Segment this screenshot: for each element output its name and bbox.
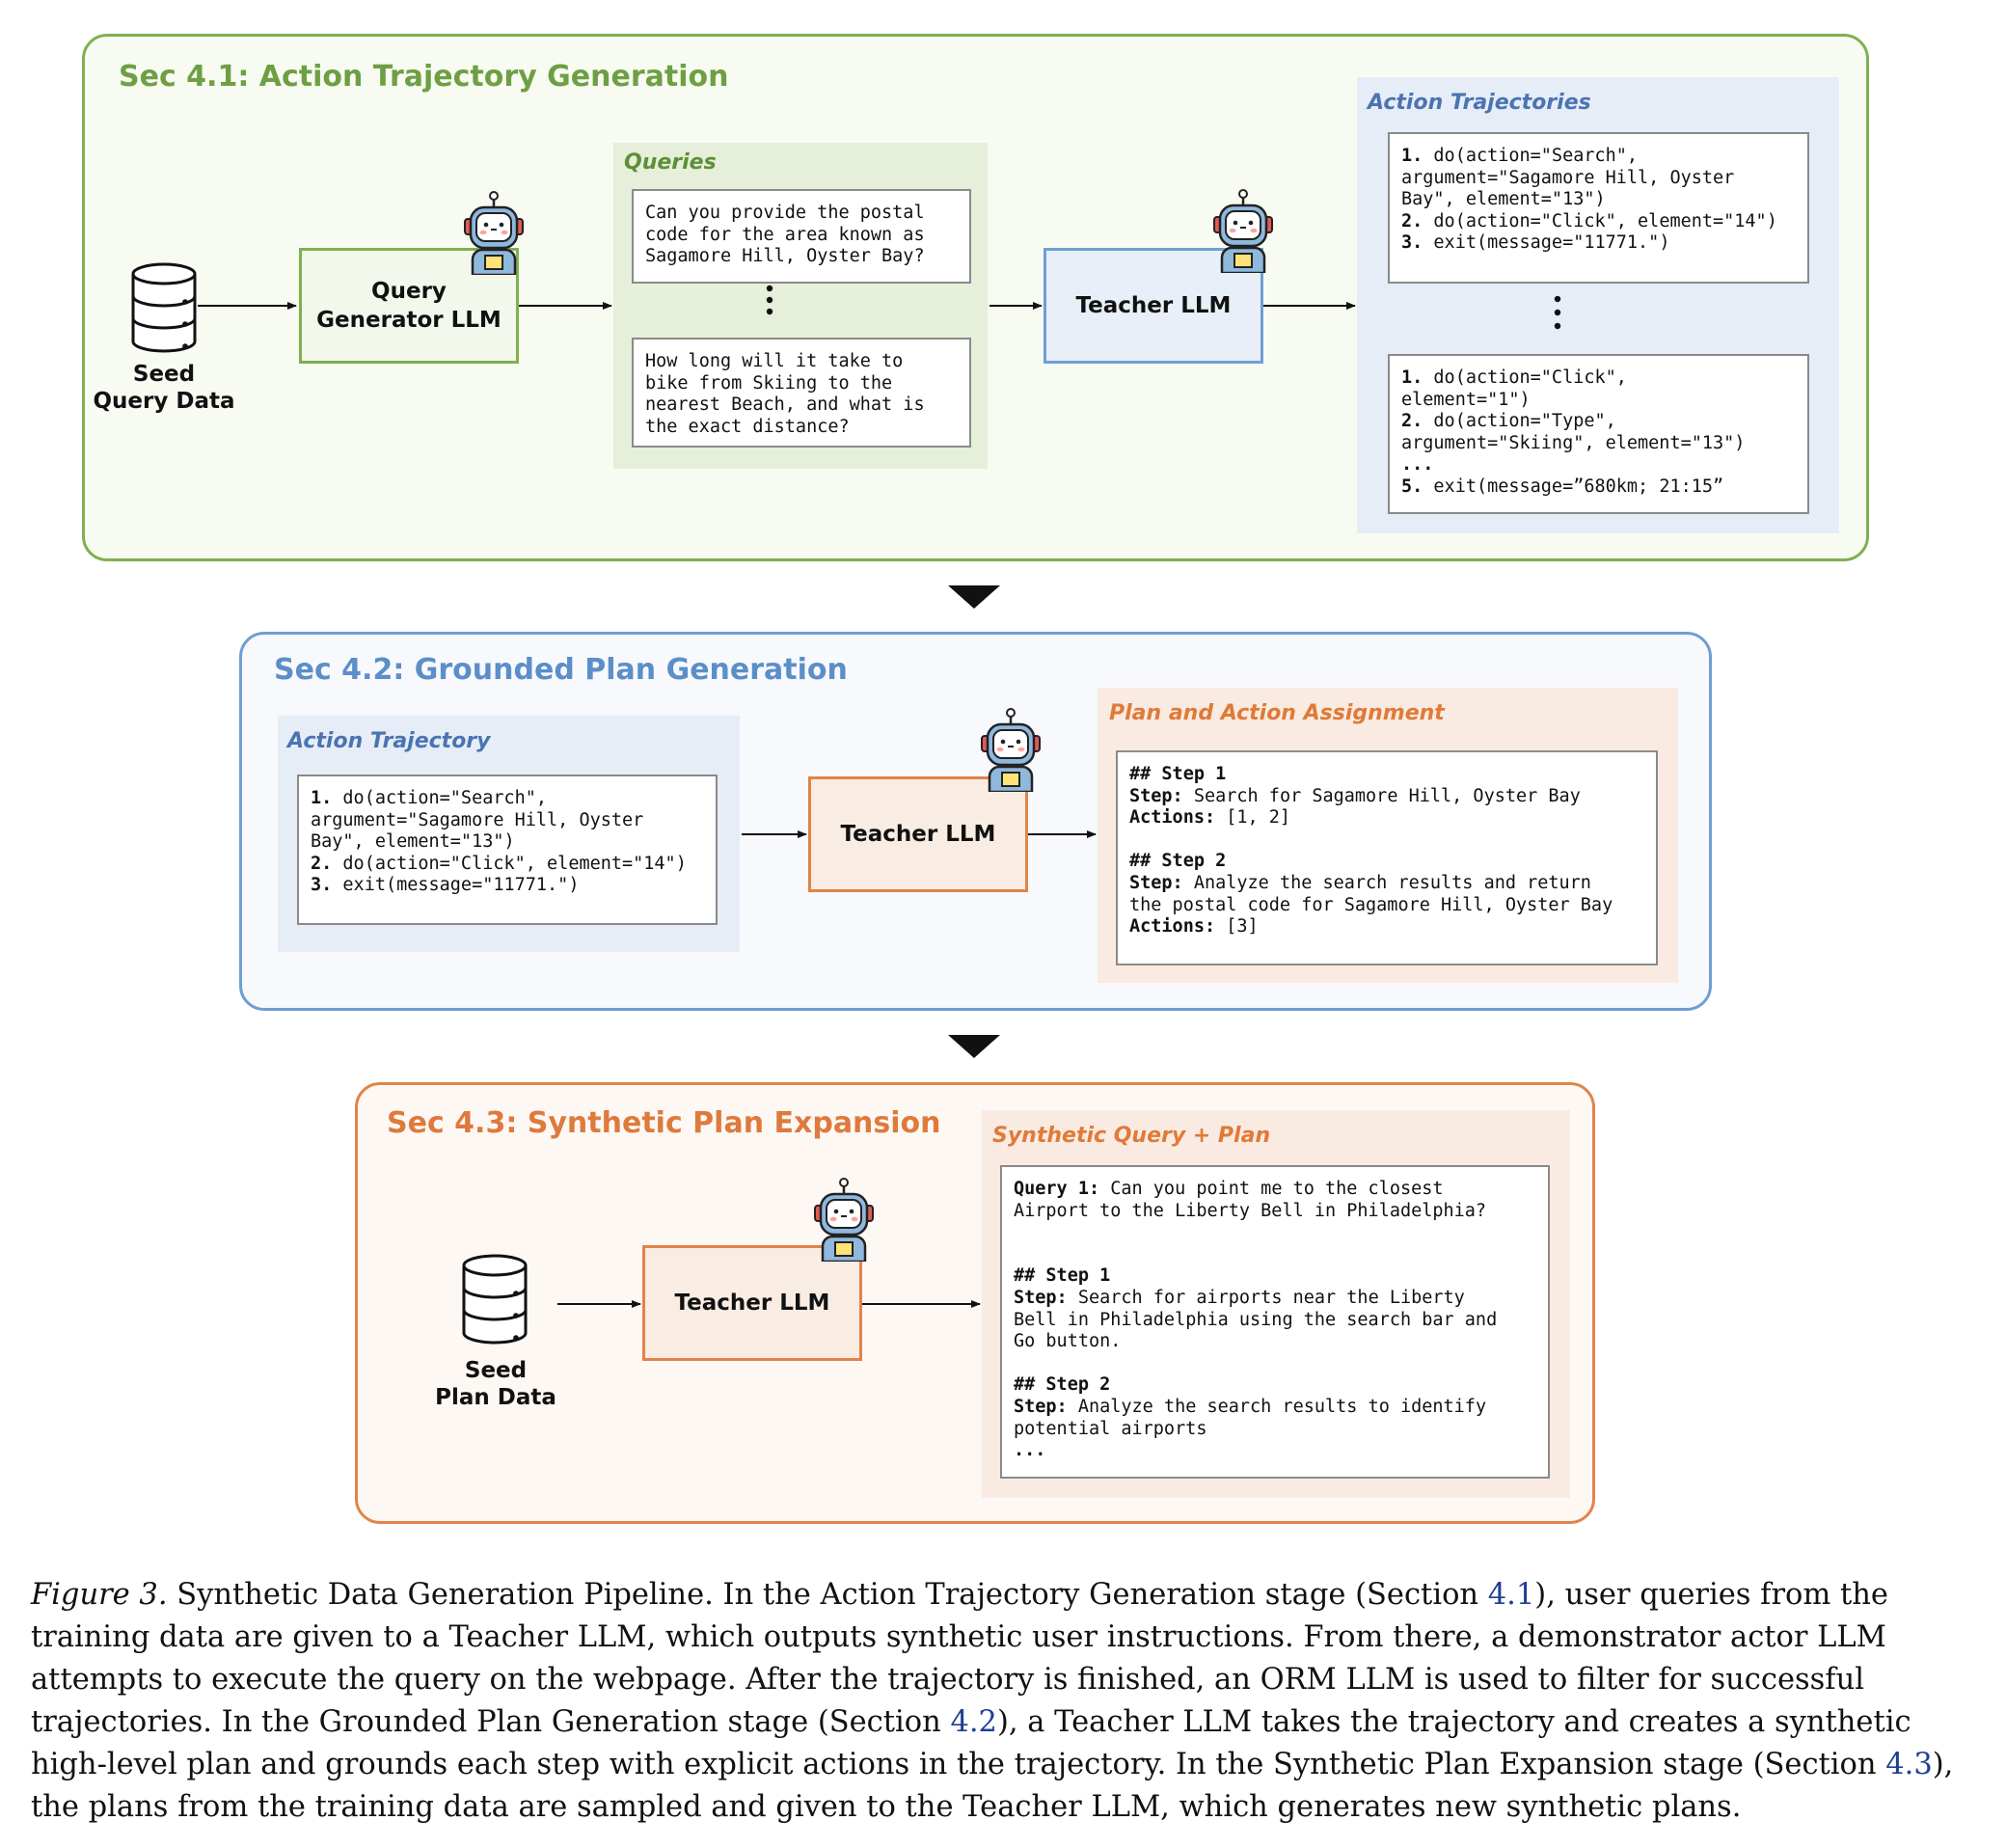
robot-icon: [1213, 188, 1273, 277]
code-text: exit(message="11771."): [1423, 232, 1670, 254]
section-reference-link[interactable]: 4.1: [1487, 1578, 1535, 1612]
code-emphasis: Actions:: [1129, 916, 1216, 938]
code-emphasis: ...: [1014, 1440, 1046, 1461]
code-text: exit(message=”680km; 21:15”: [1423, 476, 1724, 497]
code-emphasis: 5.: [1401, 476, 1423, 497]
code-emphasis: ## Step 2: [1129, 851, 1227, 872]
trajectory-example-1: 1. do(action="Search", argument="Sagamor…: [1388, 132, 1809, 284]
code-text: do(action="Type", argument="Skiing", ele…: [1401, 411, 1746, 453]
query-generator-llm-label: Query Generator LLM: [316, 279, 502, 333]
teacher-llm-box-s1: Teacher LLM: [1044, 248, 1263, 364]
seed-query-data-label: Seed Query Data: [93, 362, 235, 414]
code-text: do(action="Click", element="14"): [332, 853, 687, 874]
teacher-llm-label-s2: Teacher LLM: [840, 822, 996, 847]
code-text: [3]: [1215, 916, 1259, 938]
caption-text: ), a Teacher LLM takes the trajectory an…: [31, 1705, 1911, 1781]
section-title-4-3: Sec 4.3: Synthetic Plan Expansion: [387, 1106, 941, 1140]
code-emphasis: Step:: [1014, 1396, 1068, 1417]
query-example-2: How long will it take to bike from Skiin…: [632, 338, 971, 448]
code-text: Can you point me to the closest Airport …: [1014, 1179, 1487, 1221]
code-emphasis: 1.: [1401, 146, 1423, 166]
vertical-ellipsis-icon: [765, 279, 774, 327]
trajectory-example-2: 1. do(action="Click", element="1") 2. do…: [1388, 354, 1809, 514]
code-text: [1, 2]: [1215, 807, 1291, 829]
vertical-ellipsis-icon: [1553, 287, 1562, 347]
code-text: Search for airports near the Liberty Bel…: [1014, 1287, 1498, 1352]
code-text: do(action="Click", element="1"): [1401, 367, 1627, 410]
code-emphasis: 2.: [311, 853, 333, 874]
synthetic-plan-output: Query 1: Can you point me to the closest…: [1000, 1165, 1550, 1479]
figure-label: Figure 3.: [31, 1578, 168, 1612]
robot-icon: [814, 1177, 874, 1265]
code-emphasis: 2.: [1401, 411, 1423, 432]
code-emphasis: Step:: [1014, 1287, 1068, 1308]
code-emphasis: 1.: [311, 788, 333, 808]
code-text: do(action="Click", element="14"): [1423, 210, 1777, 231]
caption-text: ), user queries from the training data a…: [31, 1578, 1888, 1739]
code-emphasis: ## Step 2: [1014, 1374, 1111, 1396]
database-icon: [125, 260, 203, 357]
code-emphasis: Step:: [1129, 872, 1183, 893]
section-reference-link[interactable]: 4.3: [1885, 1748, 1933, 1781]
caption-text: Synthetic Data Generation Pipeline. In t…: [167, 1578, 1488, 1612]
section-reference-link[interactable]: 4.2: [950, 1705, 997, 1739]
figure-caption: Figure 3. Synthetic Data Generation Pipe…: [31, 1574, 1960, 1829]
code-emphasis: 2.: [1401, 210, 1423, 231]
section-title-4-2: Sec 4.2: Grounded Plan Generation: [274, 653, 848, 687]
action-trajectories-label: Action Trajectories: [1368, 91, 1591, 115]
teacher-llm-box-s3: Teacher LLM: [642, 1245, 862, 1361]
robot-icon: [981, 707, 1041, 796]
trajectory-input: 1. do(action="Search", argument="Sagamor…: [297, 775, 718, 925]
teacher-llm-label-s3: Teacher LLM: [674, 1291, 830, 1316]
code-emphasis: Actions:: [1129, 807, 1216, 829]
seed-plan-data-label: Seed Plan Data: [435, 1358, 556, 1410]
down-triangle-icon: [948, 585, 1000, 609]
query-example-1: Can you provide the postal code for the …: [632, 189, 971, 284]
code-text: exit(message="11771."): [332, 875, 580, 896]
action-trajectory-label: Action Trajectory: [287, 729, 491, 753]
code-emphasis: Step:: [1129, 785, 1183, 806]
code-emphasis: ## Step 1: [1014, 1265, 1111, 1287]
queries-label: Queries: [624, 150, 717, 175]
caption-text: ), the plans from the training data are …: [31, 1748, 1954, 1824]
code-emphasis: 3.: [1401, 232, 1423, 254]
synthetic-query-plan-label: Synthetic Query + Plan: [992, 1124, 1271, 1148]
code-emphasis: ...: [1401, 454, 1434, 476]
plan-output: ## Step 1 Step: Search for Sagamore Hill…: [1116, 750, 1658, 965]
down-triangle-icon: [948, 1035, 1000, 1058]
teacher-llm-label-s1: Teacher LLM: [1075, 293, 1232, 318]
code-text: Analyze the search results to identify p…: [1014, 1396, 1487, 1439]
database-icon: [456, 1252, 533, 1348]
code-emphasis: Query 1:: [1014, 1179, 1100, 1199]
code-text: Search for Sagamore Hill, Oyster Bay: [1182, 785, 1581, 806]
code-emphasis: 3.: [311, 875, 333, 896]
code-text: Analyze the search results and return th…: [1129, 872, 1613, 915]
code-emphasis: 1.: [1401, 367, 1423, 388]
teacher-llm-box-s2: Teacher LLM: [808, 776, 1028, 892]
section-title-4-1: Sec 4.1: Action Trajectory Generation: [119, 60, 729, 94]
code-text: do(action="Search", argument="Sagamore H…: [1401, 146, 1735, 210]
code-text: do(action="Search", argument="Sagamore H…: [311, 788, 644, 853]
plan-action-assignment-label: Plan and Action Assignment: [1109, 701, 1445, 725]
code-emphasis: ## Step 1: [1129, 764, 1227, 784]
robot-icon: [464, 190, 524, 279]
